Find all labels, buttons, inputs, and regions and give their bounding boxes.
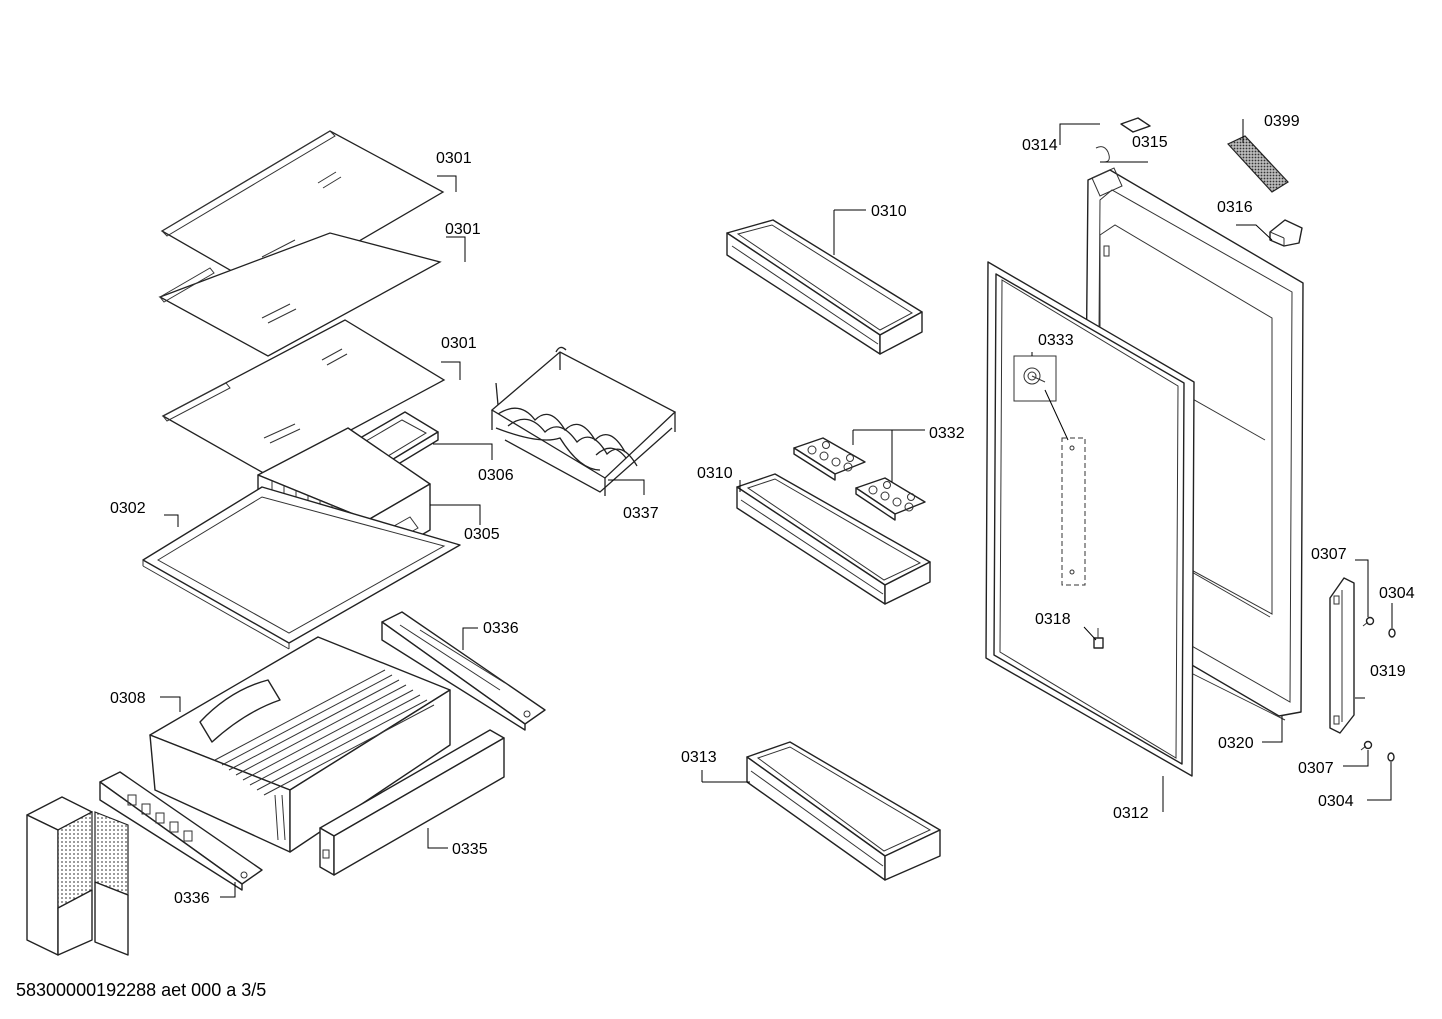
screw-bottom-part bbox=[1360, 740, 1373, 751]
label-crisper-box: 0305 bbox=[464, 526, 500, 543]
label-bottom-shelf: 0302 bbox=[110, 500, 146, 517]
label-shelf-2: 0301 bbox=[445, 221, 481, 238]
label-hinge-cap: 0314 bbox=[1022, 137, 1058, 154]
bottle-rack-part bbox=[490, 346, 677, 496]
spring-part bbox=[1095, 146, 1110, 163]
label-bottle-rack: 0337 bbox=[623, 505, 659, 522]
drawer-front-part bbox=[319, 729, 505, 876]
label-small-box: 0306 bbox=[478, 467, 514, 484]
label-plate-part bbox=[1227, 135, 1289, 193]
drawer-rail-right-part bbox=[381, 611, 546, 731]
filter-cartridge-part bbox=[26, 796, 129, 956]
label-spring: 0315 bbox=[1132, 134, 1168, 151]
thermostat-part bbox=[1013, 355, 1086, 586]
label-door-seal: 0312 bbox=[1113, 805, 1149, 822]
part-labels: 0301 0301 0301 0302 0306 0305 0337 0310 … bbox=[110, 113, 1415, 907]
door-shelf-top-part bbox=[726, 219, 923, 355]
drawer-rail-left-part bbox=[99, 771, 263, 891]
label-pin: 0318 bbox=[1035, 611, 1071, 628]
label-drawer-front: 0335 bbox=[452, 841, 488, 858]
label-screw-top: 0307 bbox=[1311, 546, 1347, 563]
hinge-cap-part bbox=[1120, 117, 1151, 133]
document-id: 58300000192288 aet 000 a 3/5 bbox=[16, 980, 267, 1000]
glass-shelf-3 bbox=[161, 319, 446, 476]
label-door: 0320 bbox=[1218, 735, 1254, 752]
label-screw-bottom: 0307 bbox=[1298, 760, 1334, 777]
pin-part bbox=[1093, 628, 1104, 649]
egg-trays-part bbox=[793, 437, 926, 521]
door-shelf-bottom-part bbox=[746, 741, 941, 881]
label-rail-right: 0336 bbox=[483, 620, 519, 637]
cap-top-part bbox=[1388, 628, 1396, 638]
glass-shelf-2 bbox=[158, 232, 442, 357]
label-drawer: 0308 bbox=[110, 690, 146, 707]
cap-bottom-part bbox=[1387, 752, 1395, 762]
drawer-part bbox=[149, 636, 451, 853]
label-label-plate: 0399 bbox=[1264, 113, 1300, 130]
bottom-glass-shelf bbox=[142, 486, 461, 650]
label-shelf-3: 0301 bbox=[441, 335, 477, 352]
label-bracket: 0316 bbox=[1217, 199, 1253, 216]
handle-part bbox=[1329, 577, 1355, 734]
label-egg-trays: 0332 bbox=[929, 425, 965, 442]
label-door-shelf-bottom: 0313 bbox=[681, 749, 717, 766]
label-cap-bottom: 0304 bbox=[1318, 793, 1354, 810]
label-door-shelf-top: 0310 bbox=[871, 203, 907, 220]
bracket-part bbox=[1269, 219, 1303, 247]
label-shelf-1: 0301 bbox=[436, 150, 472, 167]
door-seal-part bbox=[985, 261, 1195, 777]
label-cap-top: 0304 bbox=[1379, 585, 1415, 602]
label-handle: 0319 bbox=[1370, 663, 1406, 680]
label-door-shelf-mid: 0310 bbox=[697, 465, 733, 482]
screw-top-part bbox=[1362, 616, 1375, 627]
door-shelf-mid-part bbox=[736, 473, 931, 605]
leader-lines bbox=[160, 119, 1393, 898]
label-thermostat: 0333 bbox=[1038, 332, 1074, 349]
label-rail-left: 0336 bbox=[174, 890, 210, 907]
